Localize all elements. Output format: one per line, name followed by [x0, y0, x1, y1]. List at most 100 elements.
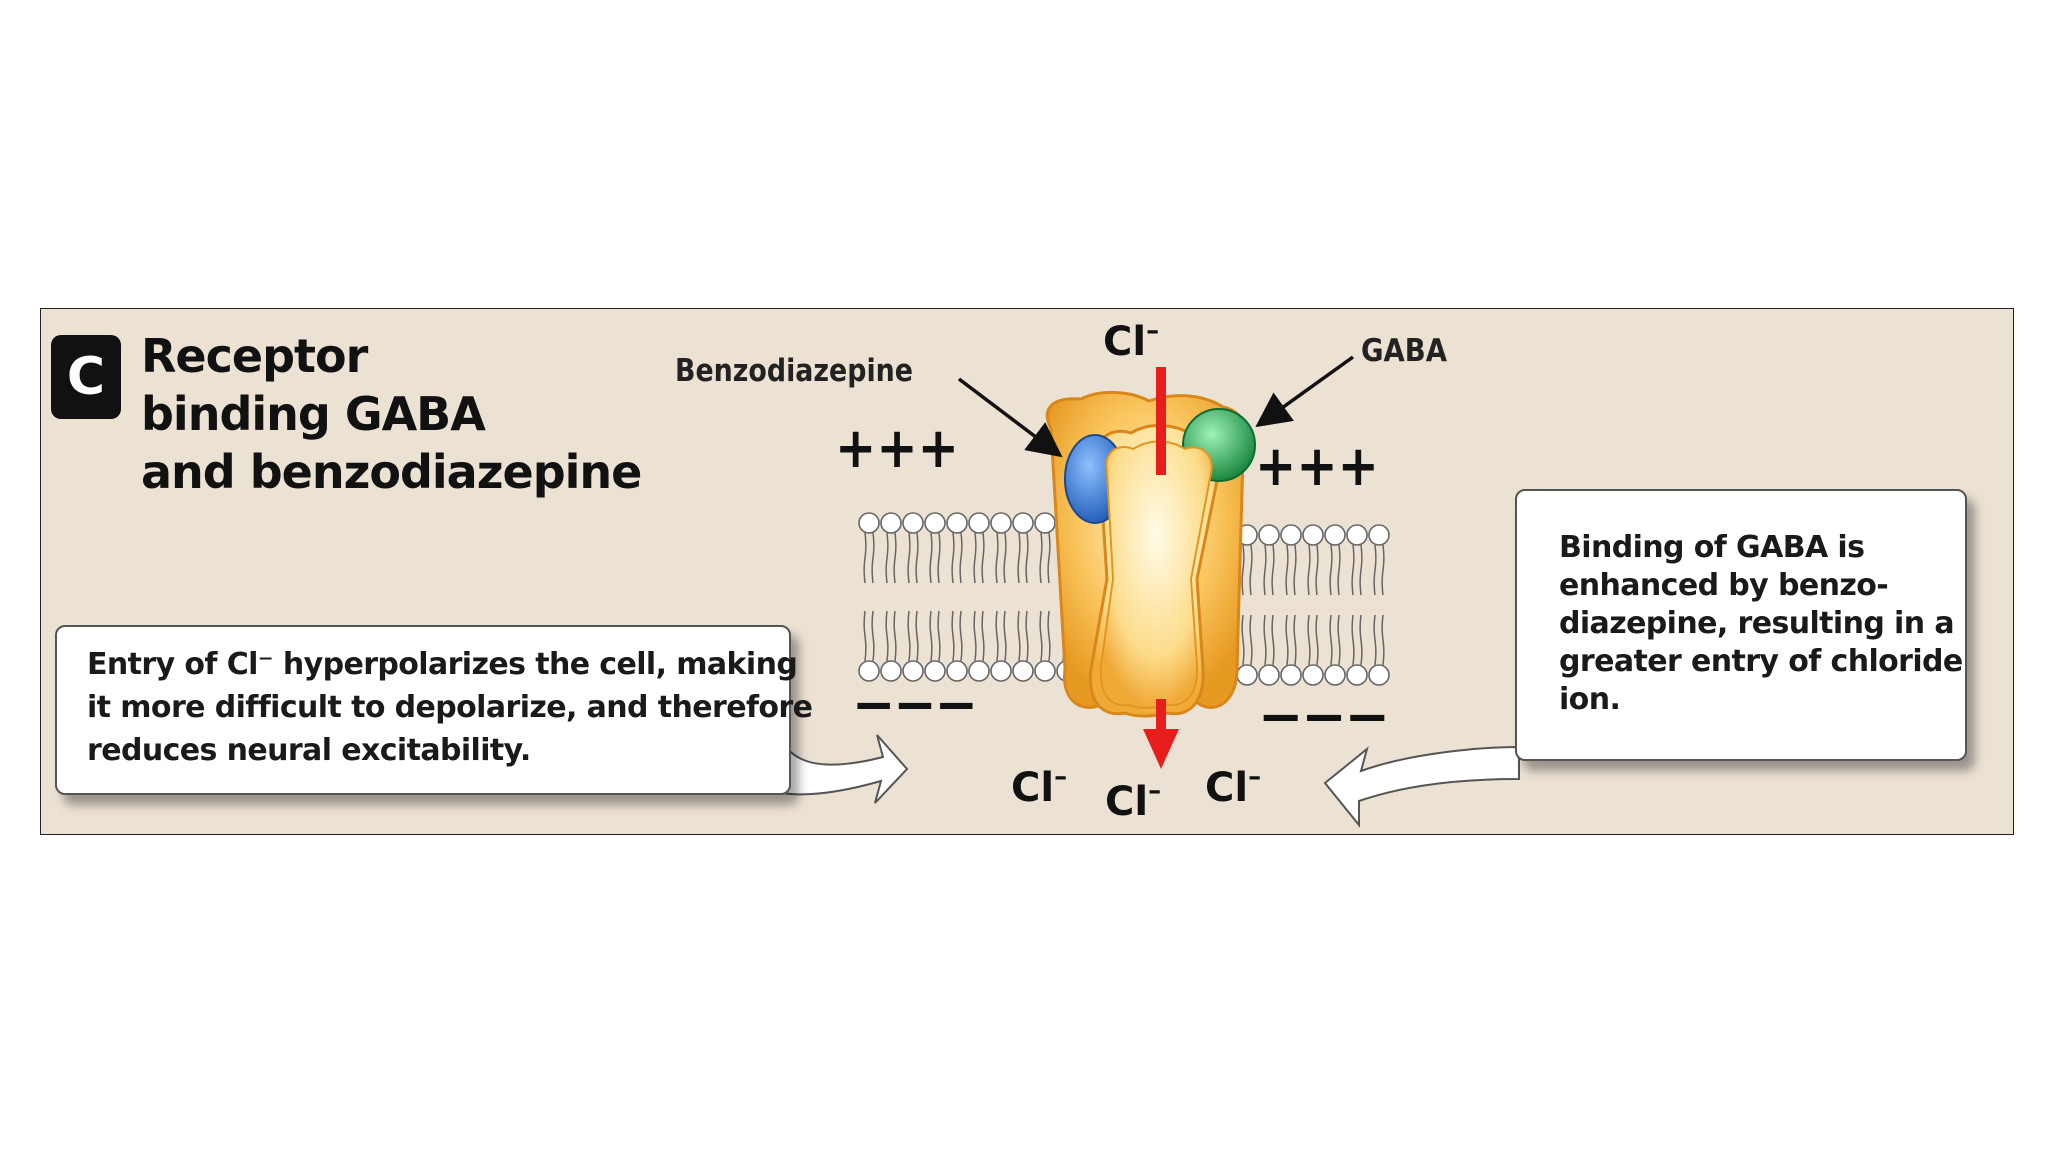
phospholipid-tail	[937, 532, 941, 584]
panel-title-line: and benzodiazepine	[141, 445, 642, 499]
phospholipid-tail	[1315, 614, 1319, 666]
phospholipid-head	[1368, 524, 1390, 546]
phospholipid-head	[924, 660, 946, 682]
phospholipid-tail	[915, 610, 919, 662]
phospholipid-tail	[1241, 614, 1245, 666]
callout-text-line: greater entry of chloride	[1559, 644, 1963, 679]
phospholipid-tail	[1039, 532, 1043, 584]
phospholipid-tail	[981, 610, 985, 662]
phospholipid-tail	[929, 532, 933, 584]
phospholipid-tail	[1271, 544, 1275, 596]
phospholipid-tail	[1285, 544, 1289, 596]
phospholipid-tail	[893, 610, 897, 662]
phospholipid-tail	[1047, 532, 1051, 584]
panel-badge: C	[51, 335, 121, 419]
callout-text-line: it more difficult to depolarize, and the…	[87, 690, 813, 725]
phospholipid-tail	[1047, 610, 1051, 662]
phospholipid-tail	[885, 610, 889, 662]
phospholipid-head	[858, 512, 880, 534]
receptor-diagram: Benzodiazepine GABA +++ +++ ––– ––– Cl– …	[675, 316, 1447, 825]
callout-gaba-enhancement: Binding of GABA is enhanced by benzo- di…	[1515, 489, 1967, 761]
phospholipid-head	[1324, 524, 1346, 546]
phospholipid-head	[1280, 524, 1302, 546]
chloride-charge: –	[1148, 776, 1161, 806]
phospholipid-tail	[1263, 544, 1267, 596]
phospholipid-tail	[1351, 614, 1355, 666]
phospholipid-tail	[907, 610, 911, 662]
phospholipid-tail	[893, 532, 897, 584]
phospholipid-tail	[1263, 614, 1267, 666]
phospholipid-head	[1302, 524, 1324, 546]
chloride-symbol: Cl	[1205, 765, 1248, 811]
positive-charge-left: +++	[835, 416, 959, 481]
panel-title-line: Receptor	[141, 329, 368, 383]
phospholipid-tail	[959, 532, 963, 584]
phospholipid-head	[1346, 524, 1368, 546]
phospholipid-head	[968, 512, 990, 534]
phospholipid-tail	[1359, 544, 1363, 596]
callout-hyperpolarization: Entry of Cl⁻ hyperpolarizes the cell, ma…	[55, 625, 813, 795]
lipid-bilayer-left	[858, 512, 1078, 682]
phospholipid-tail	[1025, 532, 1029, 584]
phospholipid-head	[1258, 524, 1280, 546]
benzodiazepine-pointer-arrow	[957, 377, 1063, 458]
phospholipid-head	[880, 512, 902, 534]
lipid-bilayer-right	[1236, 524, 1390, 686]
phospholipid-tail	[1039, 610, 1043, 662]
chloride-ion-bottom-center: Cl–	[1105, 776, 1161, 825]
phospholipid-head	[1346, 664, 1368, 686]
phospholipid-tail	[1293, 614, 1297, 666]
phospholipid-tail	[1285, 614, 1289, 666]
phospholipid-tail	[1271, 614, 1275, 666]
chloride-symbol: Cl	[1011, 765, 1054, 811]
callout-text-line: ion.	[1559, 682, 1621, 717]
phospholipid-tail	[1017, 610, 1021, 662]
phospholipid-tail	[1381, 544, 1385, 596]
phospholipid-tail	[1373, 614, 1377, 666]
phospholipid-tail	[995, 532, 999, 584]
phospholipid-tail	[1003, 610, 1007, 662]
gaba-receptor-channel	[1045, 390, 1256, 718]
phospholipid-head	[968, 660, 990, 682]
phospholipid-tail	[885, 532, 889, 584]
channel-front-overlap	[1099, 440, 1213, 709]
phospholipid-tail	[959, 610, 963, 662]
chloride-charge: –	[1248, 762, 1261, 792]
negative-charge-left: –––	[853, 675, 977, 731]
figure-panel: C Receptor binding GABA and benzodiazepi…	[40, 308, 2014, 835]
chloride-charge: –	[1054, 762, 1067, 792]
phospholipid-tail	[1337, 614, 1341, 666]
phospholipid-tail	[1025, 610, 1029, 662]
chloride-ion-bottom-left: Cl–	[1011, 762, 1067, 811]
phospholipid-tail	[1307, 614, 1311, 666]
phospholipid-tail	[973, 532, 977, 584]
phospholipid-tail	[1359, 614, 1363, 666]
phospholipid-tail	[1017, 532, 1021, 584]
phospholipid-tail	[1315, 544, 1319, 596]
phospholipid-tail	[1329, 544, 1333, 596]
phospholipid-tail	[863, 610, 867, 662]
positive-charge-right: +++	[1255, 434, 1379, 499]
phospholipid-head	[946, 660, 968, 682]
panel-title: Receptor binding GABA and benzodiazepine	[141, 327, 642, 501]
phospholipid-tail	[981, 532, 985, 584]
phospholipid-tail	[1337, 544, 1341, 596]
callout-text-line: diazepine, resulting in a	[1559, 606, 1955, 641]
panel-title-line: binding GABA	[141, 387, 486, 441]
phospholipid-head	[1302, 664, 1324, 686]
callout-text-line: reduces neural excitability.	[87, 733, 531, 768]
phospholipid-tail	[907, 532, 911, 584]
phospholipid-tail	[995, 610, 999, 662]
phospholipid-head	[1368, 664, 1390, 686]
callout-text-line: Binding of GABA is	[1559, 530, 1865, 565]
phospholipid-head	[1324, 664, 1346, 686]
phospholipid-tail	[871, 532, 875, 584]
phospholipid-tail	[951, 532, 955, 584]
phospholipid-head	[1012, 660, 1034, 682]
phospholipid-tail	[863, 532, 867, 584]
phospholipid-tail	[937, 610, 941, 662]
phospholipid-head	[1034, 660, 1056, 682]
chloride-symbol: Cl	[1103, 319, 1146, 365]
phospholipid-head	[924, 512, 946, 534]
phospholipid-tail	[1249, 544, 1253, 596]
